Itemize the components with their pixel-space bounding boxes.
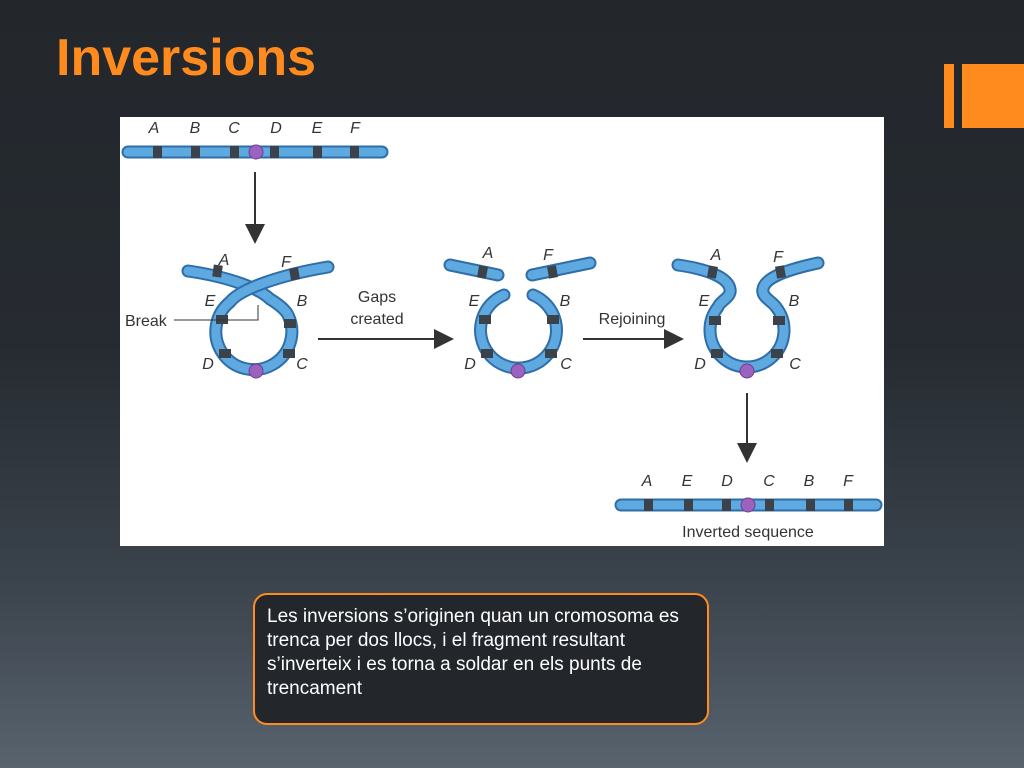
inverted-sequence-caption: Inverted sequence [682, 524, 814, 541]
inverted-chromosome [614, 497, 883, 513]
loop2-label-d: D [464, 356, 476, 373]
inversion-diagram: A B C D E F A F E B D C [120, 117, 884, 546]
chromosome-loop-gaps [443, 256, 597, 379]
chromosome-loop-crossed [181, 260, 335, 379]
loop1-label-b: B [297, 293, 308, 310]
slide-title: Inversions [56, 29, 317, 87]
inverted-label-f: F [843, 473, 854, 490]
chromosome-loop-rejoined [671, 256, 825, 379]
loop3-label-f: F [773, 249, 784, 266]
loop3-label-e: E [699, 293, 710, 310]
loop2-label-a: A [482, 245, 494, 262]
loop3-label-d: D [694, 356, 706, 373]
inverted-label-a: A [641, 473, 653, 490]
original-label-a: A [148, 120, 160, 137]
accent-bar-thin [944, 64, 954, 128]
loop2-label-e: E [469, 293, 480, 310]
break-pointer-line [174, 305, 259, 321]
gaps-label-line2: created [350, 311, 403, 328]
loop2-label-b: B [560, 293, 571, 310]
original-label-b: B [190, 120, 201, 137]
loop3-label-b: B [789, 293, 800, 310]
inverted-label-d: D [721, 473, 733, 490]
accent-bar-thick [962, 64, 1024, 128]
inverted-label-b: B [804, 473, 815, 490]
original-label-c: C [228, 120, 240, 137]
original-chromosome [121, 144, 389, 160]
loop1-label-c: C [296, 356, 308, 373]
original-label-f: F [350, 120, 361, 137]
loop3-label-c: C [789, 356, 801, 373]
original-label-d: D [270, 120, 282, 137]
gaps-label-line1: Gaps [358, 289, 396, 306]
original-label-e: E [312, 120, 323, 137]
loop1-label-f: F [281, 254, 292, 271]
inverted-label-e: E [682, 473, 693, 490]
loop1-label-d: D [202, 356, 214, 373]
loop1-label-e: E [205, 293, 216, 310]
rejoining-label: Rejoining [599, 311, 666, 328]
inverted-label-c: C [763, 473, 775, 490]
break-label: Break [125, 313, 168, 330]
loop2-label-f: F [543, 247, 554, 264]
loop3-label-a: A [710, 247, 722, 264]
loop2-label-c: C [560, 356, 572, 373]
caption-box: Les inversions s’originen quan un cromos… [253, 593, 709, 725]
loop1-label-a: A [218, 252, 230, 269]
